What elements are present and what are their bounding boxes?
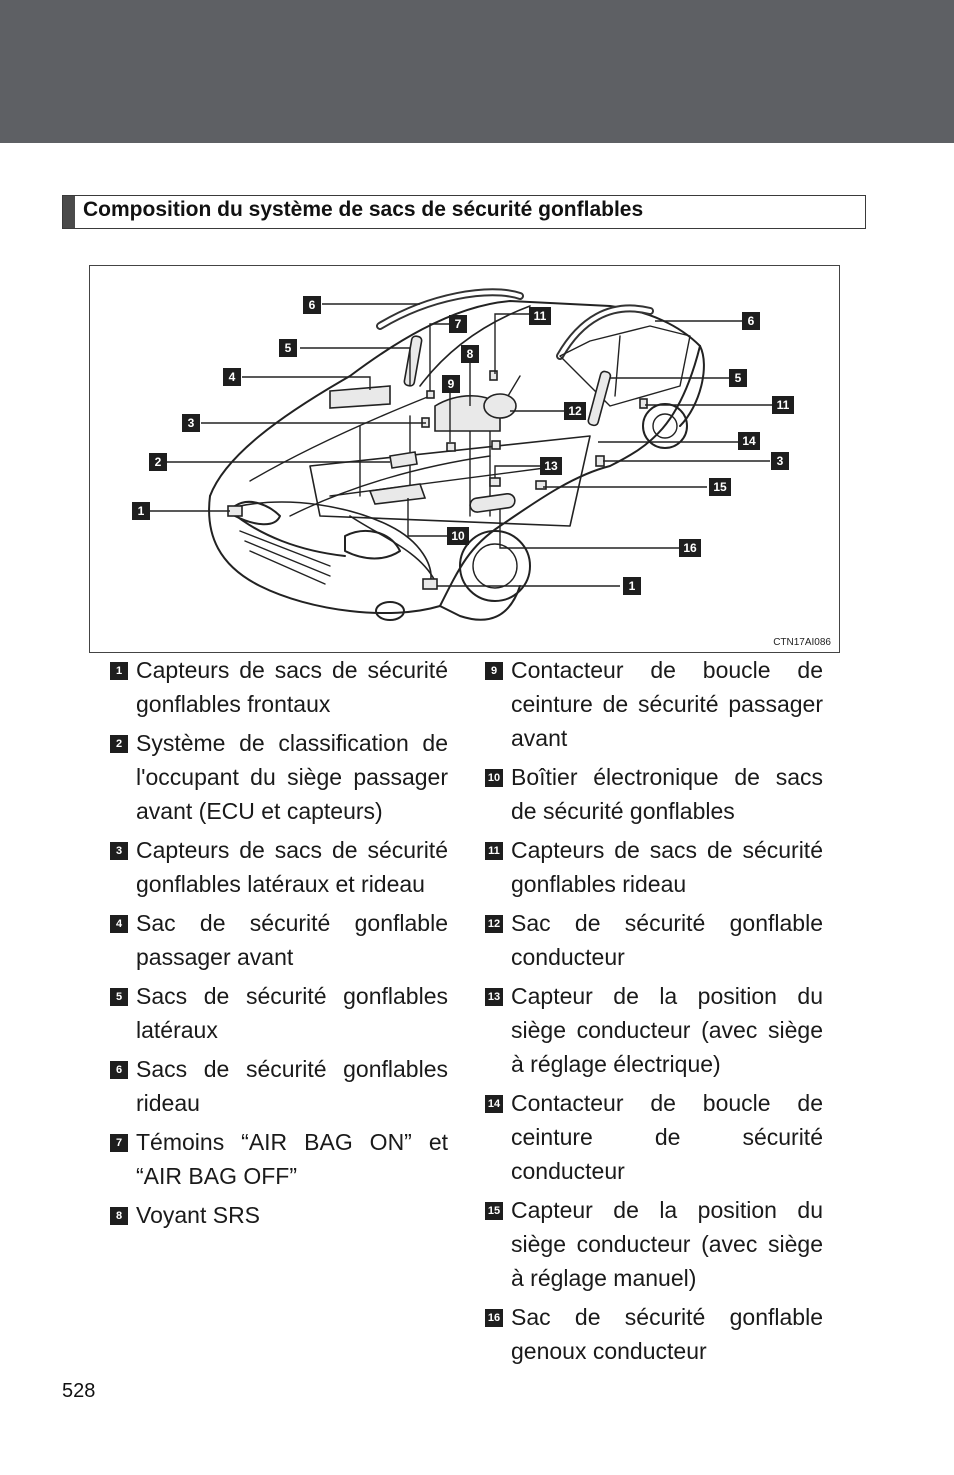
legend-text: Capteurs de sacs de sécurité gonflables … (136, 657, 448, 717)
callout-label: 8 (461, 345, 479, 363)
legend-item: 9 Contacteur de boucle de ceinture de séc… (485, 653, 823, 755)
callout-label: 2 (149, 453, 167, 471)
legend-number: 10 (485, 769, 503, 787)
legend-number: 14 (485, 1095, 503, 1113)
legend-text: Boîtier électronique de sacs de sécurité… (511, 764, 823, 824)
legend-item: 6 Sacs de sécurité gonflables rideau (110, 1052, 448, 1120)
legend-number: 8 (110, 1207, 128, 1225)
callout-label: 10 (447, 527, 469, 545)
callout-label: 13 (540, 457, 562, 475)
section-title: Composition du système de sacs de sécuri… (83, 198, 644, 221)
legend-number: 1 (110, 662, 128, 680)
legend-number: 4 (110, 915, 128, 933)
callout-label: 6 (303, 296, 321, 314)
page-number: 528 (62, 1380, 96, 1402)
callout-label: 3 (182, 414, 200, 432)
header-band (0, 0, 954, 143)
legend-number: 5 (110, 988, 128, 1006)
legend-number: 6 (110, 1061, 128, 1079)
legend-text: Sacs de sécurité gonflables latéraux (136, 983, 448, 1043)
legend-text: Témoins “AIR BAG ON” et “AIR BAG OFF” (136, 1129, 448, 1189)
legend-text: Sac de sécurité gonflable conducteur (511, 910, 823, 970)
legend-item: 11 Capteurs de sacs de sécurité gonflable… (485, 833, 823, 901)
legend-number: 11 (485, 842, 503, 860)
legend-item: 8 Voyant SRS (110, 1198, 448, 1232)
callout-label: 12 (564, 402, 586, 420)
legend-item: 4 Sac de sécurité gonflable passager avan… (110, 906, 448, 974)
legend-text: Sac de sécurité gonflable genoux conduct… (511, 1304, 823, 1364)
callout-label: 5 (729, 369, 747, 387)
callout-label: 16 (679, 539, 701, 557)
legend-number: 9 (485, 662, 503, 680)
callout-label: 15 (709, 478, 731, 496)
legend-item: 2 Système de classification de l'occupant… (110, 726, 448, 828)
legend-text: Sac de sécurité gonflable passager avant (136, 910, 448, 970)
legend-number: 16 (485, 1309, 503, 1327)
legend-item: 10 Boîtier électronique de sacs de sécuri… (485, 760, 823, 828)
callout-label: 11 (772, 396, 794, 414)
legend-text: Contacteur de boucle de ceinture de sécu… (511, 1090, 823, 1184)
car-cutaway-illustration (150, 288, 772, 621)
legend-number: 3 (110, 842, 128, 860)
legend-item: 12 Sac de sécurité gonflable conducteur (485, 906, 823, 974)
callout-label: 5 (279, 339, 297, 357)
legend-number: 12 (485, 915, 503, 933)
callout-label: 14 (738, 432, 760, 450)
legend-text: Capteurs de sacs de sécurité gonflables … (136, 837, 448, 897)
section-heading: Composition du système de sacs de sécuri… (62, 195, 866, 229)
legend-text: Capteur de la position du siège conducte… (511, 1197, 823, 1291)
legend-item: 14 Contacteur de boucle de ceinture de sé… (485, 1086, 823, 1188)
callout-label: 1 (623, 577, 641, 595)
legend-item: 5 Sacs de sécurité gonflables latéraux (110, 979, 448, 1047)
legend-number: 15 (485, 1202, 503, 1220)
legend-item: 3 Capteurs de sacs de sécurité gonflables… (110, 833, 448, 901)
callout-label: 1 (132, 502, 150, 520)
legend-text: Sacs de sécurité gonflables rideau (136, 1056, 448, 1116)
legend-text: Capteur de la position du siège conducte… (511, 983, 823, 1077)
heading-marker (63, 196, 75, 228)
airbag-system-diagram: 6 7 11 6 5 8 9 5 4 12 11 3 14 3 2 13 15 … (89, 265, 840, 653)
callout-label: 7 (449, 315, 467, 333)
callout-label: 11 (529, 307, 551, 325)
legend-number: 7 (110, 1134, 128, 1152)
legend-text: Capteurs de sacs de sécurité gonflables … (511, 837, 823, 897)
legend-item: 1 Capteurs de sacs de sécurité gonflables… (110, 653, 448, 721)
callout-label: 6 (742, 312, 760, 330)
callout-label: 3 (771, 452, 789, 470)
legend-item: 16 Sac de sécurité gonflable genoux condu… (485, 1300, 823, 1368)
legend-text: Voyant SRS (136, 1202, 261, 1228)
legend-item: 7 Témoins “AIR BAG ON” et “AIR BAG OFF” (110, 1125, 448, 1193)
legend-item: 15 Capteur de la position du siège conduc… (485, 1193, 823, 1295)
callout-label: 9 (442, 375, 460, 393)
legend-item: 13 Capteur de la position du siège conduc… (485, 979, 823, 1081)
legend-text: Contacteur de boucle de ceinture de sécu… (511, 657, 823, 751)
callout-label: 4 (223, 368, 241, 386)
legend-number: 13 (485, 988, 503, 1006)
legend-text: Système de classification de l'occupant … (136, 730, 448, 824)
figure-code: CTN17AI086 (773, 637, 831, 648)
legend-number: 2 (110, 735, 128, 753)
